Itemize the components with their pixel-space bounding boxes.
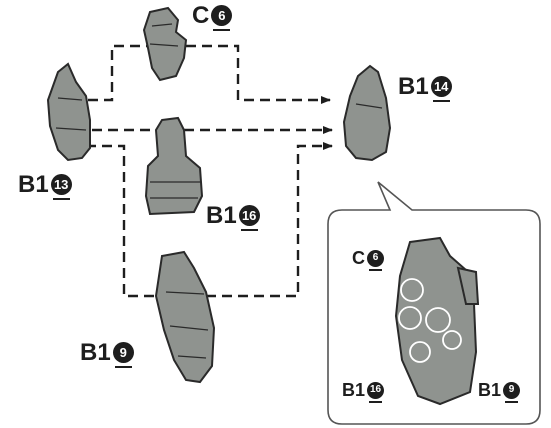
part-b1-9	[154, 250, 216, 384]
part-c6	[142, 6, 188, 82]
label-b1-14-code: B1	[398, 72, 429, 100]
part-b1-14	[342, 64, 392, 162]
label-b1-16-number-badge: 16	[238, 205, 260, 232]
label-b1-9-code: B1	[80, 338, 111, 366]
path-c6-to-b1-14	[88, 44, 330, 100]
label-b1-14-number-badge: 14	[430, 76, 452, 103]
part-b1-13	[46, 62, 91, 162]
inset-label-b1-9-number-badge: 9	[503, 381, 521, 403]
inset-label-c6-code: C	[352, 248, 365, 269]
part-b1-16	[144, 116, 204, 216]
label-c6-number-badge: 6	[211, 5, 233, 32]
inset-label-b1-9-code: B1	[478, 380, 502, 401]
label-c6-code: C	[192, 1, 210, 29]
label-b1-13-code: B1	[18, 170, 49, 198]
inset-joint-circles	[398, 278, 462, 363]
path-b1-9-to-b1-14	[86, 146, 332, 298]
inset-label-b1-16-number-badge: 16	[367, 381, 385, 403]
inset-label-c6-number-badge: 6	[367, 249, 384, 271]
label-b1-13-number-badge: 13	[50, 174, 72, 201]
inset-label-b1-16-code: B1	[342, 380, 366, 401]
label-b1-16-code: B1	[206, 201, 237, 229]
label-b1-9-number-badge: 9	[112, 342, 134, 369]
assembly-lines	[86, 44, 332, 298]
